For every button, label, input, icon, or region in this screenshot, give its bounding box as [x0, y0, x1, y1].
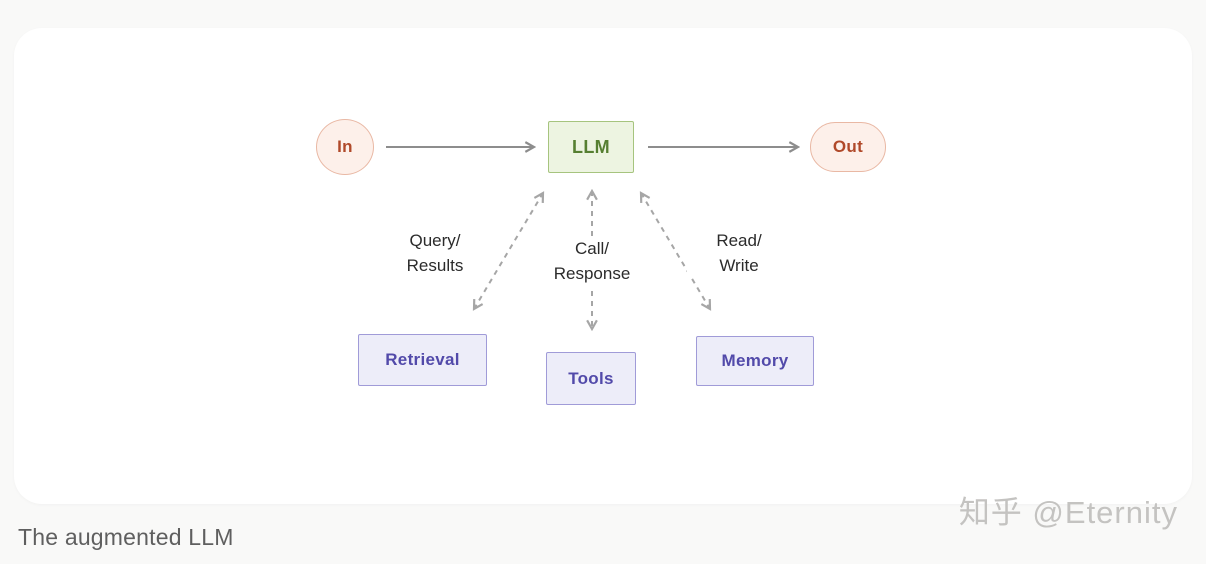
node-out: Out: [810, 122, 886, 172]
figure-caption: The augmented LLM: [18, 524, 234, 550]
node-memory: Memory: [696, 336, 814, 386]
watermark-zhihu: 知乎 @Eternity: [958, 495, 1178, 530]
node-retrieval: Retrieval: [358, 334, 487, 386]
edge-label-read-write: Read/ Write: [687, 228, 791, 278]
node-tools: Tools: [546, 352, 636, 405]
edge-label-query-results: Query/ Results: [383, 228, 487, 278]
edge-label-call-response: Call/ Response: [533, 236, 651, 286]
node-llm: LLM: [548, 121, 634, 173]
node-in: In: [316, 119, 374, 175]
